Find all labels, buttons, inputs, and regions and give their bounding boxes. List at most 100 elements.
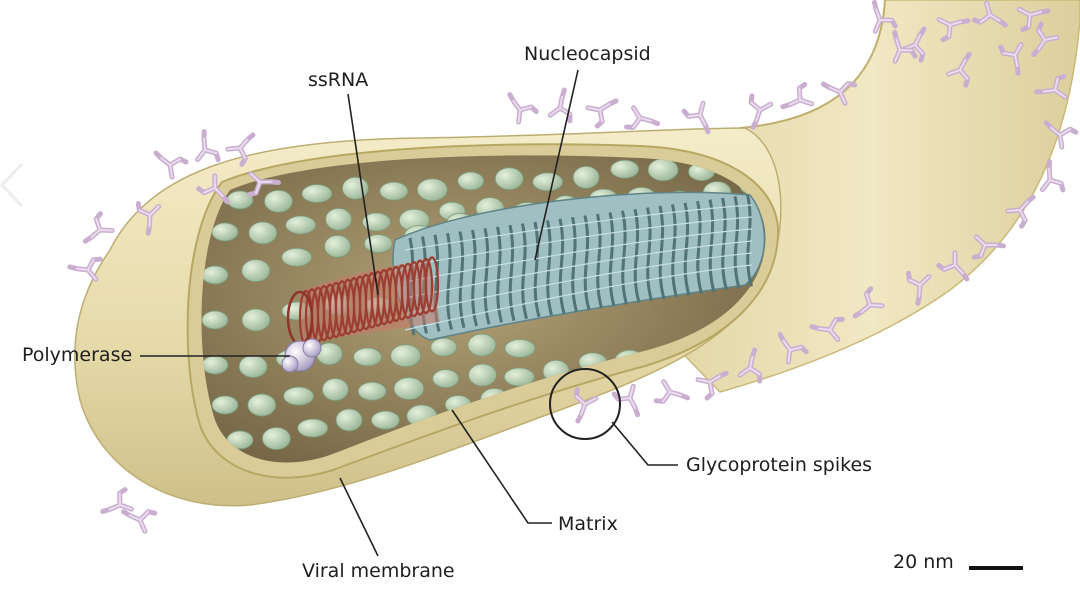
scale-bar-label: 20 nm: [893, 551, 954, 573]
chevron-left-icon: [0, 162, 24, 208]
matrix-protein: [503, 367, 535, 387]
matrix-protein: [264, 189, 293, 213]
matrix-protein: [297, 418, 329, 438]
viral-membrane-leader: [339, 477, 379, 557]
glycoprotein-spike: [1016, 6, 1051, 33]
matrix-protein: [647, 158, 679, 182]
glycoprotein-spike: [780, 81, 815, 110]
nucleocapsid-strand: [404, 240, 753, 299]
matrix-protein: [201, 265, 229, 285]
glycoprotein-spike: [1031, 21, 1060, 58]
ssrna-turn: [424, 256, 440, 313]
glycoprotein-spike: [623, 105, 661, 130]
glycoprotein-spike: [611, 383, 641, 418]
matrix-protein: [532, 172, 564, 192]
glycoprotein-spike: [748, 93, 774, 130]
glycoprotein-spike: [695, 370, 729, 401]
nucleocapsid-strand: [404, 228, 753, 283]
matrix-protein: [457, 171, 485, 191]
glycoprotein-spikes: [67, 0, 1079, 534]
nucleocapsid-strand: [404, 204, 753, 251]
matrix-protein: [467, 333, 497, 357]
matrix-protein: [241, 259, 271, 283]
matrix-protein: [301, 184, 333, 203]
nucleocapsid-rib: [496, 226, 503, 323]
matrix-protein: [353, 347, 382, 367]
glycoprotein-spike: [547, 87, 573, 124]
nucleocapsid-rib: [521, 223, 528, 320]
glycoprotein-spike: [1043, 120, 1079, 150]
glycoprotein-spike: [946, 51, 972, 88]
glycoprotein-spike: [246, 171, 281, 197]
matrix-protein: [430, 337, 458, 357]
matrix-protein: [390, 344, 422, 368]
matrix-protein: [335, 408, 363, 432]
matrix-protein: [248, 221, 278, 245]
glycoprotein-spikes-label: Glycoprotein spikes: [686, 454, 873, 476]
nucleocapsid-strand: [404, 216, 753, 267]
matrix-protein: [572, 165, 600, 189]
nucleocapsid-rib: [546, 220, 553, 316]
matrix-protein: [281, 247, 313, 267]
nucleocapsid-rib: [533, 221, 541, 318]
matrix-protein: [393, 377, 425, 400]
matrix-leader: [451, 409, 552, 524]
glycoprotein-spike: [777, 331, 809, 365]
matrix-protein: [211, 222, 239, 242]
glycoprotein-leader: [611, 421, 678, 466]
glycoprotein-spike: [135, 201, 162, 236]
nucleocapsid-rib: [596, 213, 603, 309]
glycoprotein-spike: [809, 316, 845, 342]
nucleocapsid-rib: [458, 231, 466, 329]
glycoprotein-spike: [585, 98, 619, 129]
viral-membrane-label: Viral membrane: [302, 560, 455, 582]
polymerase-label: Polymerase: [22, 344, 133, 366]
matrix-protein: [357, 381, 387, 401]
glycoprotein-spike: [573, 387, 599, 424]
glycoprotein-spike: [936, 17, 971, 43]
nucleocapsid-rib: [446, 232, 453, 330]
glycoprotein-spike: [737, 347, 763, 384]
glycoprotein-spike: [820, 81, 858, 106]
glycoprotein-spike: [195, 129, 221, 163]
glycoprotein-spike: [852, 286, 885, 319]
matrix-protein: [468, 363, 497, 387]
matrix-protein: [321, 378, 349, 401]
glycoprotein-spike: [82, 211, 115, 244]
glycoprotein-spike: [67, 256, 103, 282]
glycoprotein-spike: [971, 234, 1006, 260]
glycoprotein-spike: [1039, 159, 1066, 193]
ssrna-turn: [418, 257, 434, 315]
nucleocapsid-rib: [483, 228, 491, 325]
matrix-protein: [238, 355, 268, 378]
matrix-protein: [325, 207, 352, 231]
matrix-protein: [241, 308, 271, 332]
glycoprotein-spike: [892, 29, 918, 64]
glycoprotein-spike: [1005, 194, 1036, 229]
matrix-protein: [324, 234, 351, 258]
matrix-protein: [504, 339, 536, 358]
ssrna-coil: [286, 256, 440, 347]
matrix-protein: [201, 310, 229, 330]
glycoprotein-spike: [998, 42, 1024, 76]
nucleocapsid-helix: [392, 191, 766, 341]
glycoprotein-spike: [196, 173, 230, 205]
glycoprotein-spike: [971, 0, 1008, 28]
glycoprotein-spike: [1034, 73, 1068, 100]
matrix-protein: [371, 410, 400, 430]
matrix-protein: [283, 386, 314, 406]
nucleocapsid-rib: [558, 218, 566, 314]
matrix-protein: [285, 215, 317, 235]
nucleocapsid-leader: [534, 69, 579, 261]
matrix-protein: [247, 393, 277, 417]
nucleocapsid-rib: [583, 215, 591, 311]
nucleocapsid-strand: [404, 264, 753, 331]
glycoprotein-spike: [100, 487, 134, 514]
nucleocapsid-label: Nucleocapsid: [524, 43, 651, 65]
glycoprotein-spike: [906, 270, 932, 306]
matrix-protein: [261, 427, 291, 450]
matrix-protein: [363, 234, 393, 254]
matrix-protein: [211, 395, 239, 415]
